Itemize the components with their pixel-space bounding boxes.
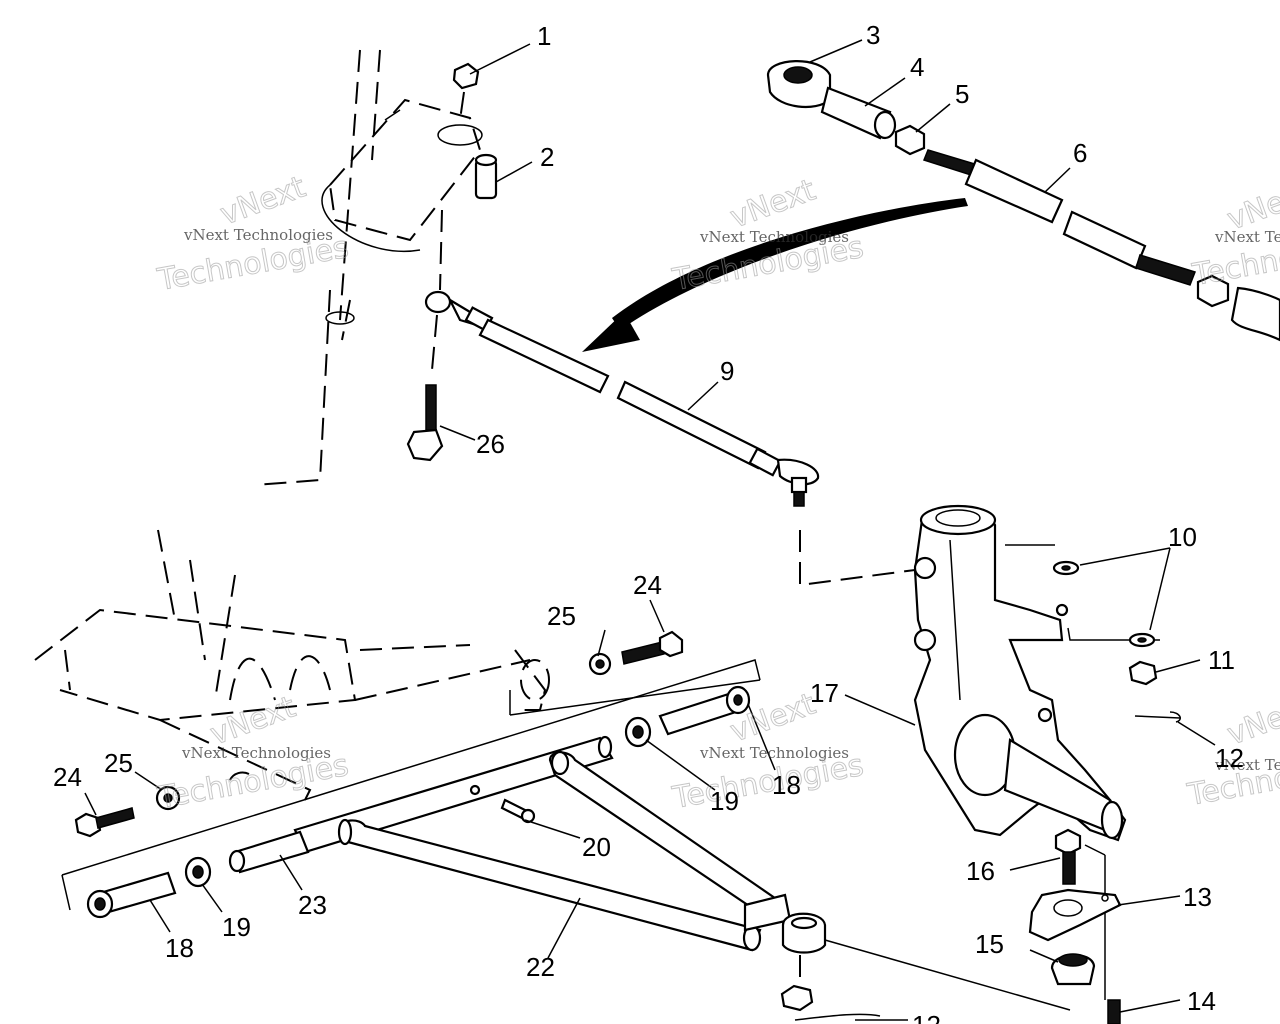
- callout-2: 2: [540, 142, 554, 172]
- callout-24-right: 24: [633, 570, 662, 600]
- callout-25-right: 25: [547, 601, 576, 631]
- watermark-line1: vNext Technologies: [699, 228, 849, 246]
- callout-24-left: 24: [53, 762, 82, 792]
- callout-1: 1: [537, 21, 551, 51]
- callout-14: 14: [1187, 986, 1216, 1016]
- watermark-line1: vNext Te: [1214, 228, 1280, 246]
- nut-1: [452, 62, 480, 121]
- watermark-echo: vNext: [726, 173, 821, 236]
- callout-labels: 1 2 3 4 5 6 9 26 10 11 12 24 25 17 18 19…: [53, 20, 1244, 1024]
- watermark-1: vNext vNext Technologies Technologies: [154, 169, 352, 298]
- callout-19-left: 19: [222, 912, 251, 942]
- callout-16: 16: [966, 856, 995, 886]
- grease-fitting-20: [469, 784, 536, 824]
- rod-end-3: [766, 60, 832, 108]
- direction-arrow: [582, 198, 968, 352]
- tie-rod-6: [923, 149, 1280, 342]
- callout-6: 6: [1073, 138, 1087, 168]
- callout-5: 5: [955, 79, 969, 109]
- nut-11: [1128, 660, 1158, 686]
- bushing-2: [474, 153, 498, 200]
- watermark-echo: vNext: [216, 170, 311, 233]
- watermark-line1: vNext Technologies: [183, 226, 333, 244]
- stud-14: [1107, 999, 1121, 1024]
- castle-nut: [780, 984, 881, 1021]
- callout-18-right: 18: [772, 770, 801, 800]
- steering-post: [254, 49, 483, 486]
- bolt-24-right: [621, 630, 684, 665]
- tie-rod-9: [424, 209, 916, 587]
- watermark-line1: vNext Technologies: [181, 744, 331, 762]
- washer-25-left: [155, 785, 181, 811]
- bushing-18-right: [658, 685, 751, 736]
- callout-15: 15: [975, 929, 1004, 959]
- a-arm-22: [61, 659, 1071, 1011]
- cotter-pin-12: [1134, 711, 1181, 723]
- callout-17: 17: [810, 678, 839, 708]
- callout-23: 23: [298, 890, 327, 920]
- callout-4: 4: [910, 52, 924, 82]
- callout-12-right: 12: [1215, 743, 1244, 773]
- callout-3: 3: [866, 20, 880, 50]
- callout-25-left: 25: [104, 748, 133, 778]
- watermark-line1: vNext Te: [1214, 756, 1280, 774]
- watermark-2: vNext vNext Technologies Technologies: [669, 172, 867, 298]
- callout-11: 11: [1208, 645, 1235, 675]
- washer-19-right: [624, 716, 652, 748]
- bolt-26: [406, 314, 444, 462]
- watermark-line2: Technol: [1189, 239, 1280, 293]
- ball-joint-15: [1050, 953, 1096, 986]
- washer-10: [1052, 547, 1171, 648]
- callout-20: 20: [582, 832, 611, 862]
- sleeve-4: [820, 86, 897, 140]
- watermark-line1: vNext Technologies: [699, 744, 849, 762]
- callout-12-bottom: 12: [912, 1010, 941, 1024]
- bolt-24-left: [74, 807, 135, 838]
- callout-18-left: 18: [165, 933, 194, 963]
- callout-13: 13: [1183, 882, 1212, 912]
- callout-9: 9: [720, 356, 734, 386]
- callout-22: 22: [526, 952, 555, 982]
- callout-10: 10: [1168, 522, 1197, 552]
- callout-26: 26: [476, 429, 505, 459]
- callout-19-right: 19: [710, 786, 739, 816]
- bolt-16: [1054, 828, 1106, 1000]
- frame-bracket: [34, 529, 550, 801]
- nut-5: [894, 124, 926, 156]
- bushing-18-left: [86, 871, 177, 919]
- washer-19-left: [184, 856, 212, 888]
- steering-knuckle-17: [913, 504, 1160, 842]
- plate-13: [1028, 888, 1122, 942]
- washer-25-right: [588, 652, 612, 676]
- watermark-4: vNext vNext Technologies Technologies: [154, 689, 352, 816]
- watermark-3: vNext vNext Te Technol: [1189, 174, 1280, 293]
- leader-lines: [84, 39, 1216, 1021]
